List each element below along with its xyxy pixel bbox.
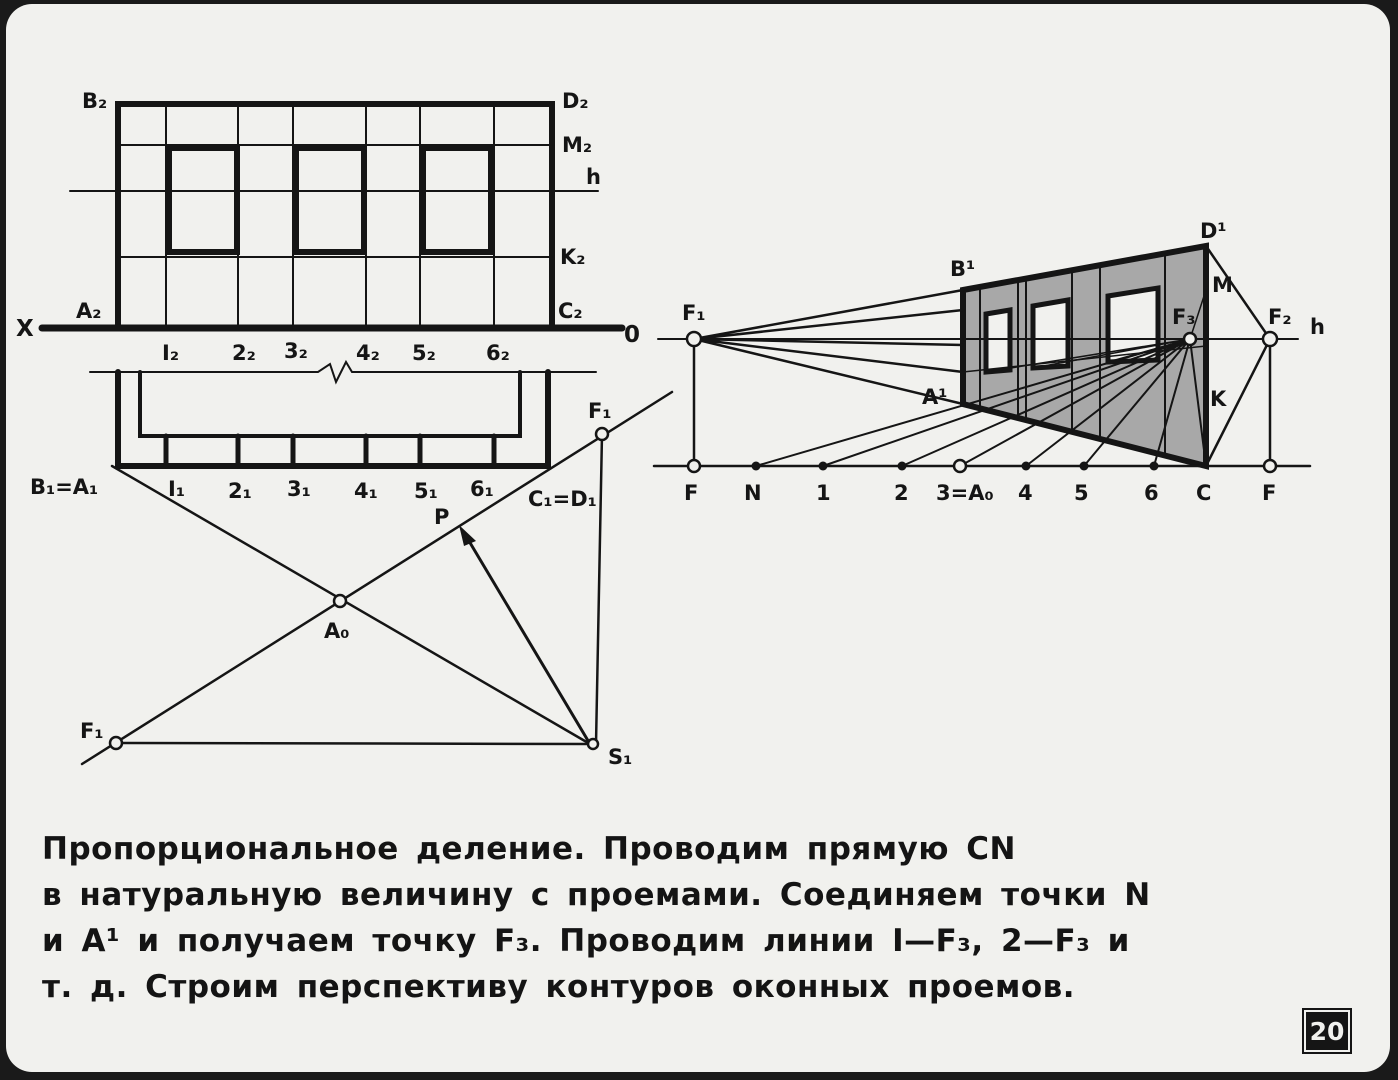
slide-number: 20 [1302,1008,1352,1054]
label-2: 2 [894,481,909,505]
label-s1: S₁ [608,745,632,769]
label-k2: K₂ [560,245,585,269]
label-62: 6₂ [486,341,510,365]
label-4: 4 [1018,481,1033,505]
label-32: 3₂ [284,339,308,363]
label-1: 1 [816,481,831,505]
label-b1-a1: B₁=A₁ [30,475,98,499]
label-61: 6₁ [470,477,494,501]
label-a0: A₀ [324,619,349,643]
perspective-construction-diagram: B₂ D₂ M₂ h K₂ A₂ C₂ X 0 I₂ 2₂ 3₂ 4₂ 5₂ 6… [16,89,1325,769]
marker-3-a0 [952,458,968,474]
dot-4 [1021,461,1031,471]
line-f1-s1-vertical [594,432,604,746]
ray-b1-s1 [110,464,592,746]
dot-5 [1079,461,1089,471]
dot-6 [1149,461,1159,471]
window-2-perspective [1030,297,1071,371]
label-3-a0: 3=A₀ [936,481,994,505]
label-22: 2₂ [232,341,256,365]
marker-f3 [1182,331,1198,347]
label-f3: F₃ [1172,305,1196,329]
label-h-right: h [1310,315,1325,339]
label-a2: A₂ [76,299,101,323]
dot-n [751,461,761,471]
marker-f1-low [108,735,124,751]
arrow-head [459,525,476,546]
label-n: N [744,481,762,505]
point-markers [108,330,1279,751]
line-f1-s1 [114,741,592,746]
label-42: 4₂ [356,341,380,365]
label-a-prime: A¹ [922,385,947,409]
caption-line-1: Пропорциональное деление. Проводим пряму… [42,826,1312,872]
label-f-right: F [1262,481,1276,505]
label-d2: D₂ [562,89,589,113]
label-b-prime: B¹ [950,257,975,281]
label-d-prime: D¹ [1200,219,1227,243]
arrow-s1-p [464,534,592,746]
break-line [89,359,597,385]
caption-lead: Пропорциональное деление. [42,831,586,867]
rays-from-f1 [692,288,965,406]
dot-2 [897,461,907,471]
label-b2: B₂ [82,89,107,113]
label-k: K [1210,387,1227,411]
facade-outline [115,101,555,331]
label-51: 5₁ [414,479,438,503]
marker-f1-plan [594,426,610,442]
wall-divisions [979,253,1166,457]
plan-view [89,359,597,469]
label-52: 5₂ [412,341,436,365]
label-5: 5 [1074,481,1089,505]
label-41: 4₁ [354,479,378,503]
label-m2: M₂ [562,133,592,157]
window-2-elevation [293,145,367,255]
caption-line-3: и A¹ и получаем точку F₃. Проводим линии… [42,923,1130,959]
label-f1-persp: F₁ [682,301,706,325]
perspective-view [652,242,1312,470]
ground-dots [751,461,1159,471]
label-c1-d1: C₁=D₁ [528,487,597,511]
window-jambs [163,433,497,469]
window-1-perspective [983,307,1013,375]
caption-line-2: в натуральную величину с проемами. Соеди… [42,877,1151,913]
label-12: I₂ [162,341,179,365]
label-31: 3₁ [287,477,311,501]
wall-inner [138,370,522,438]
marker-a0 [332,593,348,609]
label-c: C [1196,481,1211,505]
marker-f-left [686,458,702,474]
label-6: 6 [1144,481,1159,505]
label-f2: F₂ [1268,305,1292,329]
front-elevation [38,101,626,332]
label-f1-low: F₁ [80,719,104,743]
label-11: I₁ [168,477,185,501]
dot-1 [818,461,828,471]
marker-s1 [586,737,600,751]
label-m: M [1212,273,1233,297]
label-f1-plan: F₁ [588,399,612,423]
label-h-top: h [586,165,601,189]
wall-outer [115,369,551,469]
picture-plane-p [80,390,674,766]
label-f-left: F [684,481,698,505]
lines-to-f3 [755,338,1191,467]
slide: B₂ D₂ M₂ h K₂ A₂ C₂ X 0 I₂ 2₂ 3₂ 4₂ 5₂ 6… [6,4,1390,1072]
caption-line-1-rest: Проводим прямую CN [585,831,1016,867]
marker-f-right [1262,458,1278,474]
label-c2: C₂ [558,299,583,323]
label-x: X [16,316,34,342]
label-21: 2₁ [228,479,252,503]
window-1-elevation [166,145,240,255]
station-construction [80,390,674,766]
caption-line-4: т. д. Строим перспективу контуров оконны… [42,969,1076,1005]
label-p: P [434,505,449,529]
window-3-elevation [420,145,494,255]
label-o: 0 [624,322,640,348]
marker-f1-persp [685,330,703,348]
caption: Пропорциональное деление. Проводим пряму… [42,826,1312,1010]
marker-f2 [1261,330,1279,348]
